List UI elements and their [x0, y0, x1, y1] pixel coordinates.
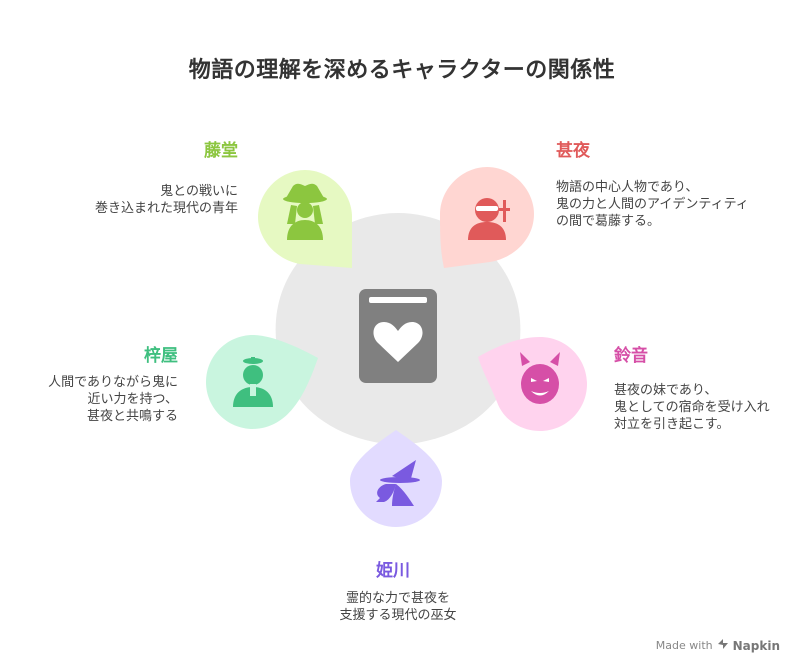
bubble-himekawa	[350, 430, 442, 527]
desc-line: 鬼としての宿命を受け入れ	[614, 400, 770, 415]
character-desc-azusaya: 人間でありながら鬼に 近い力を持つ、 甚夜と共鳴する	[48, 374, 178, 425]
character-desc-jinya: 物語の中心人物であり、 鬼の力と人間のアイデンティティ の間で葛藤する。	[556, 179, 749, 230]
desc-line: 対立を引き起こす。	[614, 417, 730, 432]
desc-line: 人間でありながら鬼に	[48, 375, 178, 390]
cowboy-icon	[283, 183, 327, 240]
desc-line: の間で葛藤する。	[556, 214, 661, 229]
desc-line: 物語の中心人物であり、	[556, 180, 699, 195]
character-desc-suzune: 甚夜の妹であり、 鬼としての宿命を受け入れ 対立を引き起こす。	[614, 382, 770, 433]
character-name-suzune: 鈴音	[614, 346, 648, 366]
character-name-jinya: 甚夜	[556, 141, 590, 161]
witch-icon	[376, 460, 420, 506]
desc-line: 鬼の力と人間のアイデンティティ	[556, 197, 749, 212]
diagram-title: 物語の理解を深めるキャラクターの関係性	[188, 58, 616, 83]
bubble-suzune	[478, 337, 587, 431]
napkin-logo-icon	[717, 638, 729, 653]
desc-line: 霊的な力で甚夜を	[345, 591, 450, 606]
desc-line: 甚夜と共鳴する	[86, 409, 178, 424]
desc-line: 近い力を持つ、	[87, 392, 178, 407]
book-heart-icon	[359, 289, 437, 383]
character-desc-todo: 鬼との戦いに 巻き込まれた現代の青年	[95, 183, 238, 217]
character-name-himekawa: 姫川	[376, 561, 410, 581]
watermark-prefix: Made with	[655, 639, 713, 652]
character-name-azusaya: 梓屋	[144, 346, 178, 366]
bubble-jinya	[440, 167, 534, 268]
character-name-todo: 藤堂	[204, 141, 238, 161]
bubble-todo	[258, 170, 352, 268]
desc-line: 支援する現代の巫女	[339, 608, 457, 623]
desc-line: 甚夜の妹であり、	[614, 383, 718, 398]
ninja-icon	[468, 198, 510, 240]
character-desc-himekawa: 霊的な力で甚夜を 支援する現代の巫女	[296, 590, 500, 624]
bubble-azusaya	[206, 335, 318, 429]
desc-line: 巻き込まれた現代の青年	[94, 201, 238, 216]
napkin-watermark[interactable]: Made with Napkin	[656, 638, 780, 653]
desc-line: 鬼との戦いに	[160, 184, 238, 199]
demon-icon	[520, 352, 560, 404]
watermark-brand: Napkin	[732, 638, 780, 653]
scholar-icon	[233, 357, 273, 407]
